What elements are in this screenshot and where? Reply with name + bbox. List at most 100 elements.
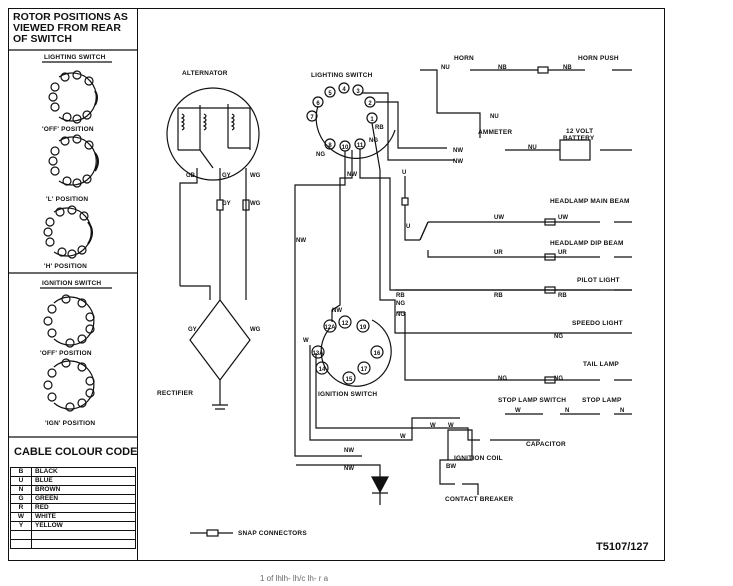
- label-stop-lamp: STOP LAMP: [582, 397, 622, 404]
- lighting-terminal: 2: [368, 101, 372, 107]
- ignition-terminal: 13A: [312, 351, 324, 357]
- wire-label: N: [565, 408, 570, 414]
- wire-label: RB: [396, 293, 405, 299]
- rotor-off: [48, 70, 98, 124]
- wire-label: NW: [453, 148, 463, 154]
- wire-label: NW: [453, 159, 463, 165]
- ignition-terminal: 12: [342, 321, 349, 327]
- label-horn-push: HORN PUSH: [578, 55, 619, 62]
- label-stop-lamp-switch: STOP LAMP SWITCH: [498, 397, 567, 404]
- ignition-terminal: 14: [319, 367, 326, 373]
- wire-label: NG: [554, 376, 563, 382]
- label-lighting-switch-rotor: LIGHTING SWITCH: [44, 54, 106, 61]
- label-contact-breaker: CONTACT BREAKER: [445, 496, 514, 503]
- wire-label: NB: [563, 65, 572, 71]
- wire-label: GB: [186, 173, 195, 179]
- wire-label: NG: [554, 334, 563, 340]
- lighting-terminal: 3: [356, 89, 360, 95]
- label-ign-position: 'IGN' POSITION: [45, 420, 96, 427]
- wire-label: NW: [347, 172, 357, 178]
- lighting-terminal: 4: [342, 87, 346, 93]
- label-headlamp-dip: HEADLAMP DIP BEAM: [550, 240, 624, 247]
- wire-label: GY: [188, 327, 197, 333]
- lighting-terminal: 10: [342, 145, 349, 151]
- legend-title: CABLE COLOUR CODE: [14, 446, 138, 458]
- battery-box: [559, 139, 591, 161]
- ignition-terminal: 17: [361, 367, 368, 373]
- ignition-coil: [447, 429, 473, 461]
- wire-label: W: [448, 423, 454, 429]
- lighting-terminal: 1: [370, 117, 374, 123]
- wire-label: WG: [250, 327, 261, 333]
- wire-label: NW: [344, 466, 354, 472]
- wire-label: NG: [396, 312, 405, 318]
- label-battery-2: BATTERY: [563, 135, 595, 142]
- lighting-terminal: 8: [328, 143, 332, 149]
- lighting-terminal: 11: [357, 143, 364, 149]
- label-l-position: 'L' POSITION: [46, 196, 89, 203]
- rotor-panel: [8, 8, 138, 561]
- label-off-position: 'OFF' POSITION: [42, 126, 94, 133]
- wire-label: GY: [222, 173, 231, 179]
- label-ignition-switch-rotor: IGNITION SWITCH: [42, 280, 102, 287]
- label-h-position: 'H' POSITION: [44, 263, 88, 270]
- label-ammeter: AMMETER: [478, 129, 513, 136]
- wire-label: UR: [494, 250, 503, 256]
- rotor-h: [43, 205, 93, 259]
- wire-label: NU: [490, 114, 499, 120]
- rotor-ign-off: [43, 294, 95, 348]
- label-snap-connectors: SNAP CONNECTORS: [238, 530, 307, 537]
- rotor-l: [48, 134, 99, 188]
- drawing-number: T5107/127: [596, 541, 649, 553]
- rectifier-bridge: [189, 299, 251, 381]
- wire-label: WG: [250, 173, 261, 179]
- ignition-terminal: 16: [374, 351, 381, 357]
- wire-label: W: [515, 408, 521, 414]
- wire-label: UW: [494, 215, 504, 221]
- lighting-terminal: 5: [328, 91, 332, 97]
- wire-label: GY: [222, 201, 231, 207]
- wire-label: NG: [369, 138, 378, 144]
- lighting-terminal: 6: [316, 101, 320, 107]
- wire-label: WG: [250, 201, 261, 207]
- ignition-terminal: 19: [360, 325, 367, 331]
- wire-label: UR: [558, 250, 567, 256]
- label-battery-1: 12 VOLT: [566, 128, 594, 135]
- wire-label: UW: [558, 215, 568, 221]
- wire-label: NG: [396, 301, 405, 307]
- diagram-frame: [8, 8, 665, 561]
- panel-title: ROTOR POSITIONS AS VIEWED FROM REAR OF S…: [13, 11, 128, 45]
- label-pilot-light: PILOT LIGHT: [577, 277, 620, 284]
- label-headlamp-main: HEADLAMP MAIN BEAM: [550, 198, 630, 205]
- wire-label: BW: [446, 464, 456, 470]
- label-ignition-switch: IGNITION SWITCH: [318, 391, 378, 398]
- wire-label: U: [402, 170, 407, 176]
- rotor-ign: [43, 358, 95, 412]
- ignition-terminal: 12A: [324, 325, 336, 331]
- label-rectifier: RECTIFIER: [157, 390, 194, 397]
- wire-label: W: [303, 338, 309, 344]
- label-alternator: ALTERNATOR: [182, 70, 228, 77]
- wire-label: RB: [494, 293, 503, 299]
- wire-label: NU: [528, 145, 537, 151]
- ignition-terminal: 15: [346, 377, 353, 383]
- lighting-terminal: 7: [310, 115, 314, 121]
- wire-label: RB: [558, 293, 567, 299]
- label-capacitor: CAPACITOR: [526, 441, 566, 448]
- label-horn: HORN: [454, 55, 474, 62]
- alternator-housing: [166, 87, 260, 181]
- wire-label: U: [406, 224, 411, 230]
- label-ign-off-position: 'OFF' POSITION: [40, 350, 92, 357]
- wire-label: N: [620, 408, 625, 414]
- label-lighting-switch: LIGHTING SWITCH: [311, 72, 373, 79]
- wire-label: NW: [332, 308, 342, 314]
- label-ignition-coil: IGNITION COIL: [454, 455, 503, 462]
- wire-label: W: [430, 423, 436, 429]
- wire-label: NG: [498, 376, 507, 382]
- bottom-caption: 1 of lhlh- lh/c lh- r a: [260, 574, 329, 583]
- wire-label: NG: [316, 152, 325, 158]
- wire-label: NW: [296, 238, 306, 244]
- wire-label: NW: [344, 448, 354, 454]
